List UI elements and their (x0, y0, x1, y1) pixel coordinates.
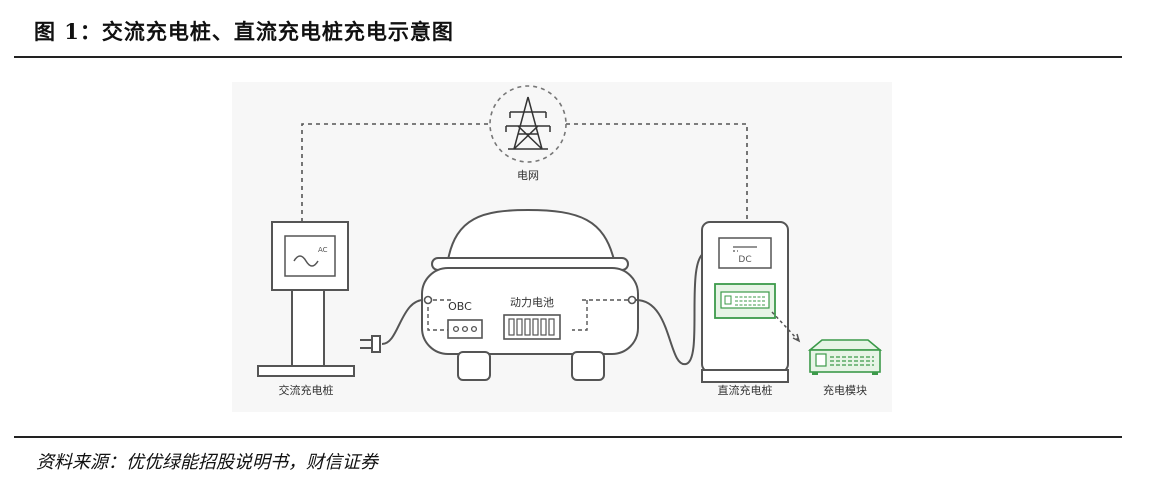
battery-label: 动力电池 (510, 296, 554, 309)
electric-car (421, 208, 639, 381)
bottom-rule (14, 436, 1122, 438)
car-internal-wiring (426, 299, 630, 331)
module-label: 充电模块 (823, 383, 867, 397)
grid-circle (489, 85, 567, 163)
dc-cable (635, 251, 707, 366)
charging-diagram: 电网 AC 交流充电桩 OBC (232, 82, 892, 412)
ac-screen-text: AC (318, 246, 328, 254)
obc-box (447, 319, 483, 339)
dc-pile-label: 直流充电桩 (718, 383, 773, 397)
dc-screen-text: DC (738, 255, 751, 265)
ac-pile-label: 交流充电桩 (279, 383, 334, 397)
grid-label: 电网 (517, 169, 539, 182)
ac-plug-icon (360, 335, 381, 353)
grid-connection-line (301, 123, 748, 222)
ac-charging-pile: AC (257, 221, 355, 377)
top-rule (14, 56, 1122, 58)
ac-wave-icon (293, 255, 319, 267)
charging-module-icon (807, 339, 883, 375)
dc-charge-port (627, 295, 637, 305)
obc-label: OBC (448, 300, 472, 313)
figure-title: 图 1：交流充电桩、直流充电桩充电示意图 (34, 19, 454, 44)
power-tower-icon (505, 96, 551, 150)
source-note: 资料来源：优优绿能招股说明书，财信证券 (36, 452, 378, 473)
module-arrow (771, 311, 799, 341)
ac-cable (381, 298, 429, 345)
dc-symbol-icon (733, 246, 757, 252)
ac-charge-port (423, 295, 433, 305)
battery-pack-icon (503, 314, 561, 340)
dc-internal-module (714, 283, 776, 319)
